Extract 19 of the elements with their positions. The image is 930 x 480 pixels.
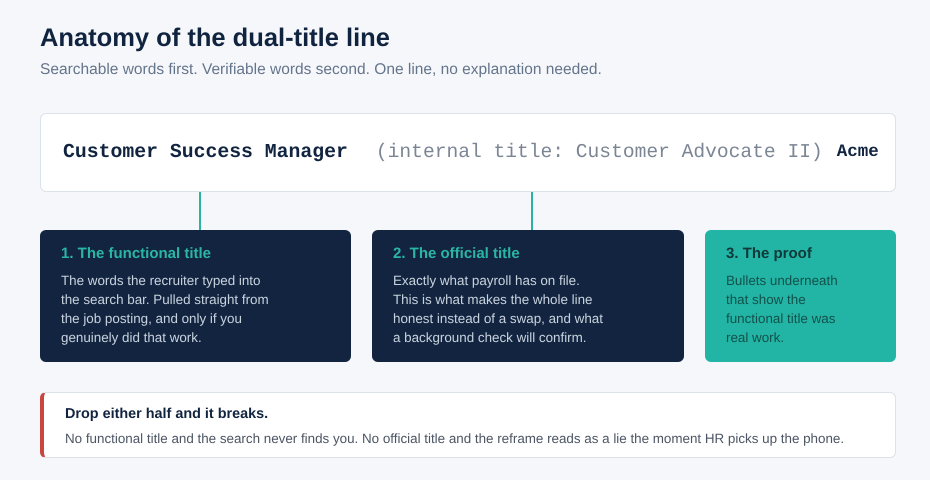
card-body-text: The words the recruiter typed into the search bar. Pulled straight from the job posting, and only if you genuinely did that work. bbox=[61, 272, 270, 347]
official-title-text: (internal title: Customer Advocate II) bbox=[376, 140, 823, 165]
connector-line bbox=[199, 192, 201, 230]
company-name-text: Acme bbox=[836, 141, 879, 164]
card-body-text: Bullets underneath that show the functional title was real work. bbox=[726, 272, 839, 347]
functional-title-text: Customer Success Manager bbox=[63, 140, 348, 165]
callout-heading: Drop either half and it breaks. bbox=[65, 405, 268, 423]
card-heading: 3. The proof bbox=[726, 244, 812, 264]
info-card bbox=[40, 230, 351, 362]
info-card bbox=[705, 230, 896, 362]
connector-line bbox=[531, 192, 533, 230]
page-title: Anatomy of the dual-title line bbox=[40, 23, 390, 53]
card-heading: 2. The official title bbox=[393, 244, 520, 264]
warning-callout bbox=[40, 392, 896, 458]
page-subtitle: Searchable words first. Verifiable words second. One line, no explanation needed. bbox=[40, 60, 602, 80]
card-heading: 1. The functional title bbox=[61, 244, 212, 264]
callout-text: No functional title and the search never finds you. No official title and the reframe reads as a lie the moment HR picks up the phone. bbox=[65, 430, 844, 448]
card-body-text: Exactly what payroll has on file. This is what makes the whole line honest instead of a swap, and what a background check will confirm. bbox=[393, 272, 604, 347]
info-card bbox=[372, 230, 684, 362]
